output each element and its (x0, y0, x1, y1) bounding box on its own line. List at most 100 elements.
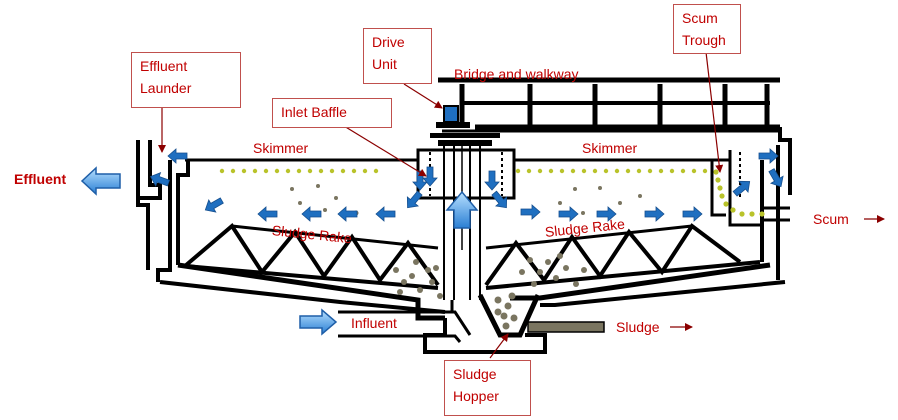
sludge-particle (527, 257, 533, 263)
scum-dot (308, 169, 312, 173)
scum-dot (319, 169, 323, 173)
label-effluent-launder: Effluent Launder (131, 52, 241, 108)
scum-dot (715, 177, 720, 182)
sludge-particle (553, 275, 559, 281)
sludge-particle (505, 303, 512, 310)
scum-dot (723, 201, 728, 206)
scum-dot (582, 169, 586, 173)
sludge-particle (503, 323, 510, 330)
sludge-particle (437, 293, 443, 299)
label-scum-trough-line2: Trough (682, 29, 732, 51)
scum-dot (571, 169, 575, 173)
sludge-particle (598, 186, 602, 190)
scum-dot (719, 193, 724, 198)
scum-dot (615, 169, 619, 173)
sludge-particle (511, 315, 518, 322)
sludge-particle (323, 208, 327, 212)
flow-arrow (645, 207, 664, 221)
scum-dot (717, 185, 722, 190)
scum-dot (637, 169, 641, 173)
sludge-particle (495, 309, 502, 316)
sludge-particle (393, 267, 399, 273)
label-scum-trough: Scum Trough (673, 4, 741, 54)
sludge-particle (334, 196, 338, 200)
sludge-particle (409, 273, 415, 279)
label-sludge-hopper-line1: Sludge (453, 363, 522, 385)
sludge-particle (545, 259, 551, 265)
label-bridge-walkway: Bridge and walkway (454, 63, 579, 85)
scum-dot (264, 169, 268, 173)
label-skimmer-left: Skimmer (253, 137, 308, 159)
sludge-particle (290, 187, 294, 191)
flow-arrow (683, 207, 702, 221)
scum-dot (604, 169, 608, 173)
sludge-particle (316, 184, 320, 188)
scum-dot (549, 169, 553, 173)
sludge-particle (495, 297, 502, 304)
scum-dot (626, 169, 630, 173)
scum-dot (538, 169, 542, 173)
scum-dot (560, 169, 564, 173)
sludge-particle (501, 313, 508, 320)
sludge-particle (573, 281, 579, 287)
sludge-particle (298, 201, 302, 205)
sludge-particle (397, 289, 403, 295)
scum-dot (275, 169, 279, 173)
label-inlet-baffle: Inlet Baffle (272, 98, 392, 128)
label-sludge-hopper: Sludge Hopper (444, 360, 531, 416)
label-inlet-baffle-text: Inlet Baffle (281, 101, 383, 123)
flow-arrow (302, 207, 321, 221)
scum-dot (703, 169, 707, 173)
label-effluent: Effluent (14, 168, 66, 190)
scum-dot (749, 211, 754, 216)
sludge-particle (401, 279, 407, 285)
scum-dot (242, 169, 246, 173)
sludge-particle (537, 269, 543, 275)
scum-dot (297, 169, 301, 173)
scum-dot (253, 169, 257, 173)
flow-arrow (485, 171, 499, 190)
flow-arrow (489, 189, 512, 213)
flow-arrow (402, 189, 425, 213)
label-pointers (162, 52, 884, 358)
scum-dot (593, 169, 597, 173)
sludge-particle (417, 287, 423, 293)
scum-dot (516, 169, 520, 173)
flow-arrow (338, 207, 357, 221)
label-drive-unit-line2: Unit (372, 53, 423, 75)
flow-arrow (376, 207, 395, 221)
sludge-particle (413, 259, 419, 265)
influent-inflow-arrow (300, 310, 336, 334)
scum-dot (374, 169, 378, 173)
sludge-particle (581, 211, 585, 215)
scum-dot (220, 169, 224, 173)
sludge-particle (563, 265, 569, 271)
label-influent: Influent (351, 312, 397, 334)
sludge-particle (638, 194, 642, 198)
scum-dot (527, 169, 531, 173)
sludge-particle (519, 269, 525, 275)
sludge-particle (509, 293, 516, 300)
scum-dot (330, 169, 334, 173)
label-sludge-hopper-line2: Hopper (453, 385, 522, 407)
flow-arrow (521, 205, 540, 219)
scum-dot (730, 207, 735, 212)
sludge-particle (618, 201, 622, 205)
scum-dot (713, 169, 718, 174)
scum-dot (670, 169, 674, 173)
scum-dot (648, 169, 652, 173)
label-drive-unit: Drive Unit (363, 28, 432, 84)
label-scum: Scum (813, 208, 849, 230)
flow-arrow (202, 194, 225, 216)
sludge-particle (581, 267, 587, 273)
label-sludge: Sludge (616, 316, 660, 338)
scum-dot (739, 211, 744, 216)
sludge-particle (429, 279, 435, 285)
sludge-particle (573, 187, 577, 191)
sludge-particle (558, 201, 562, 205)
label-effluent-launder-line2: Launder (140, 77, 232, 99)
sludge-rake-right-truss (486, 226, 760, 288)
flow-arrow (731, 176, 755, 199)
effluent-outflow-arrow (82, 168, 120, 194)
scum-dot (363, 169, 367, 173)
